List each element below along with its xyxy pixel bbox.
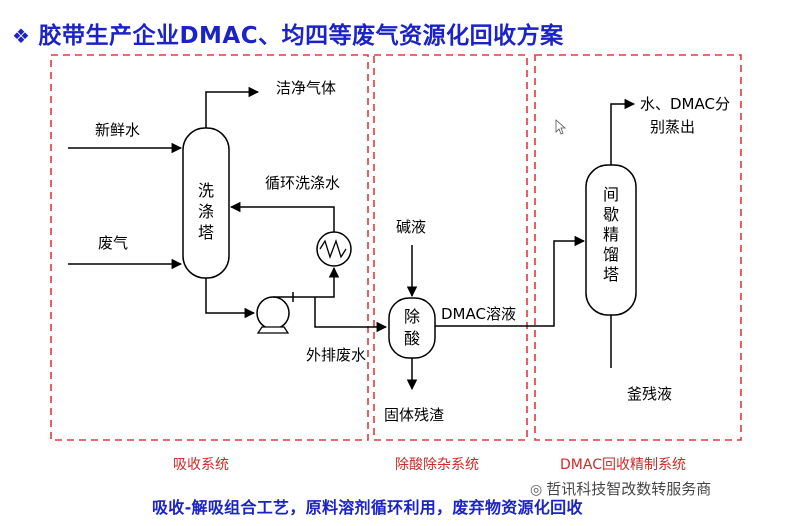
- distill-label-5: 塔: [603, 265, 619, 284]
- distill-label-3: 精: [603, 225, 619, 244]
- section-label-absorption: 吸收系统: [173, 457, 229, 473]
- mouse-cursor-icon: [555, 119, 567, 135]
- recycle-wash-water-label: 循环洗涤水: [265, 174, 340, 192]
- waste-gas-label: 废气: [98, 234, 128, 252]
- footer-summary: 吸收-解吸组合工艺，原料溶剂循环利用，废弃物资源化回收: [152, 498, 583, 517]
- section-label-acid-removal: 除酸除杂系统: [395, 457, 479, 473]
- dmac-solution-line: [435, 235, 586, 327]
- page-title: ❖ 胶带生产企业DMAC、均四等废气资源化回收方案: [12, 16, 564, 50]
- acid-remover-label-1: 除: [404, 307, 420, 326]
- wechat-icon: ◎: [530, 482, 543, 498]
- watermark-text: 哲讯科技智改数转服务商: [546, 480, 712, 498]
- distillate-label-1: 水、DMAC分: [640, 95, 730, 113]
- diamond-bullet-icon: ❖: [12, 24, 31, 48]
- tower-to-pump-line: [205, 278, 256, 319]
- acid-remover-label-2: 酸: [404, 329, 420, 348]
- recycle-wash-water-line: [229, 201, 335, 232]
- pump-to-exchanger-line: [293, 266, 340, 298]
- wastewater-discharge-line: [314, 297, 388, 333]
- scrubber-label-2: 涤: [198, 202, 214, 221]
- distillate-label-2: 别蒸出: [650, 118, 695, 136]
- dmac-solution-label: DMAC溶液: [441, 305, 516, 323]
- distill-label-4: 馏: [603, 245, 619, 264]
- page-title-text: 胶带生产企业DMAC、均四等废气资源化回收方案: [38, 23, 564, 49]
- wastewater-discharge-label: 外排废水: [306, 346, 366, 364]
- heat-exchanger-coil: [319, 238, 347, 260]
- bottoms-label: 釜残液: [627, 385, 672, 403]
- fresh-water-label: 新鲜水: [95, 121, 140, 139]
- distillate-line: [610, 98, 636, 165]
- clean-gas-label: 洁净气体: [276, 79, 336, 97]
- scrubber-label-1: 洗: [198, 181, 214, 200]
- section-box-absorption: [50, 54, 369, 441]
- distill-label-1: 间: [603, 185, 619, 204]
- pump-icon: [256, 296, 290, 330]
- section-box-acid-removal: [373, 54, 528, 441]
- scrubber-label-3: 塔: [198, 223, 214, 242]
- alkali-label: 碱液: [396, 218, 426, 236]
- clean-gas-line: [205, 86, 260, 128]
- pump-base: [256, 326, 290, 334]
- distill-label-2: 歇: [603, 205, 619, 224]
- solid-residue-label: 固体残渣: [384, 406, 444, 424]
- watermark: ◎哲讯科技智改数转服务商: [530, 478, 711, 499]
- section-label-refining: DMAC回收精制系统: [560, 457, 686, 473]
- section-box-refining: [534, 54, 742, 441]
